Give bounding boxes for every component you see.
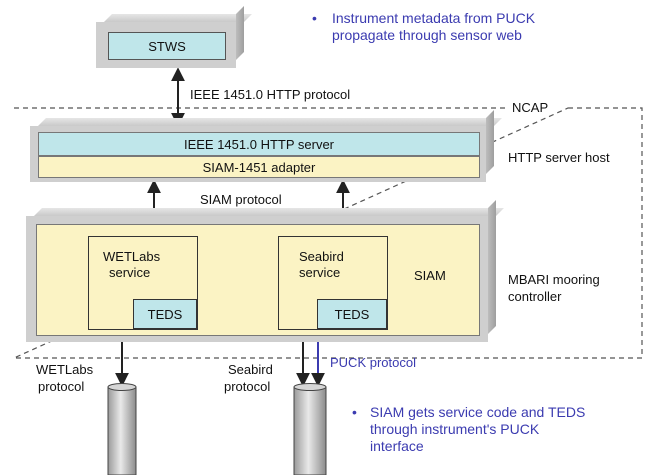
wetlabs-service-line1: WETLabs (103, 249, 161, 264)
siam-protocol-label: SIAM protocol (200, 192, 282, 207)
stws-inner: STWS (108, 32, 226, 60)
seabird-service-line1: Seabird (299, 249, 344, 264)
seabird-protocol-line2: protocol (224, 379, 271, 394)
siam-label: SIAM (414, 268, 446, 283)
note-top: • Instrument metadata from PUCK propagat… (312, 10, 536, 44)
teds-right-label: TEDS (334, 306, 370, 322)
wetlabs-service-box: WETLabs service TEDS (88, 236, 198, 330)
ncap-label: NCAP (512, 100, 549, 115)
note-bottom-line1: SIAM gets service code and TEDS (370, 404, 586, 420)
note-bottom-line2: through instrument's PUCK (370, 421, 540, 437)
ieee-http-protocol-label: IEEE 1451.0 HTTP protocol (190, 87, 351, 102)
mooring-controller-line1: MBARI mooring (508, 272, 600, 287)
seabird-service-box: Seabird service TEDS (278, 236, 388, 330)
note-bottom-bullet: • (352, 404, 357, 420)
note-top-line2: propagate through sensor web (332, 27, 522, 43)
http-server-host-label: HTTP server host (508, 150, 610, 165)
ieee-http-server-band: IEEE 1451.0 HTTP server (38, 132, 480, 156)
teds-left-label: TEDS (147, 306, 183, 322)
ieee-http-server-label: IEEE 1451.0 HTTP server (183, 136, 335, 152)
note-top-bullet: • (312, 10, 317, 26)
note-bottom: • SIAM gets service code and TEDS throug… (352, 404, 585, 455)
wetlabs-instrument (107, 383, 137, 475)
seabird-service-line2: service (299, 265, 341, 280)
mooring-controller-line2: controller (508, 289, 562, 304)
seabird-instrument (293, 383, 327, 475)
stws-label: STWS (148, 38, 186, 54)
wetlabs-service-line2: service (109, 265, 151, 280)
note-top-line1: Instrument metadata from PUCK (332, 10, 536, 26)
wetlabs-protocol-line1: WETLabs (36, 362, 94, 377)
seabird-protocol-line1: Seabird (228, 362, 273, 377)
siam-adapter-label: SIAM-1451 adapter (202, 159, 316, 175)
wetlabs-protocol-line2: protocol (38, 379, 85, 394)
teds-left-box: TEDS (133, 299, 197, 329)
http-server-host-box: IEEE 1451.0 HTTP server SIAM-1451 adapte… (30, 110, 502, 182)
mooring-controller-box: WETLabs service TEDS Seabird service TED… (26, 200, 504, 342)
stws-box: STWS (96, 6, 252, 68)
teds-right-box: TEDS (317, 299, 387, 329)
siam-adapter-band: SIAM-1451 adapter (38, 156, 480, 178)
note-bottom-line3: interface (370, 438, 424, 454)
puck-protocol-label: PUCK protocol (330, 355, 416, 370)
